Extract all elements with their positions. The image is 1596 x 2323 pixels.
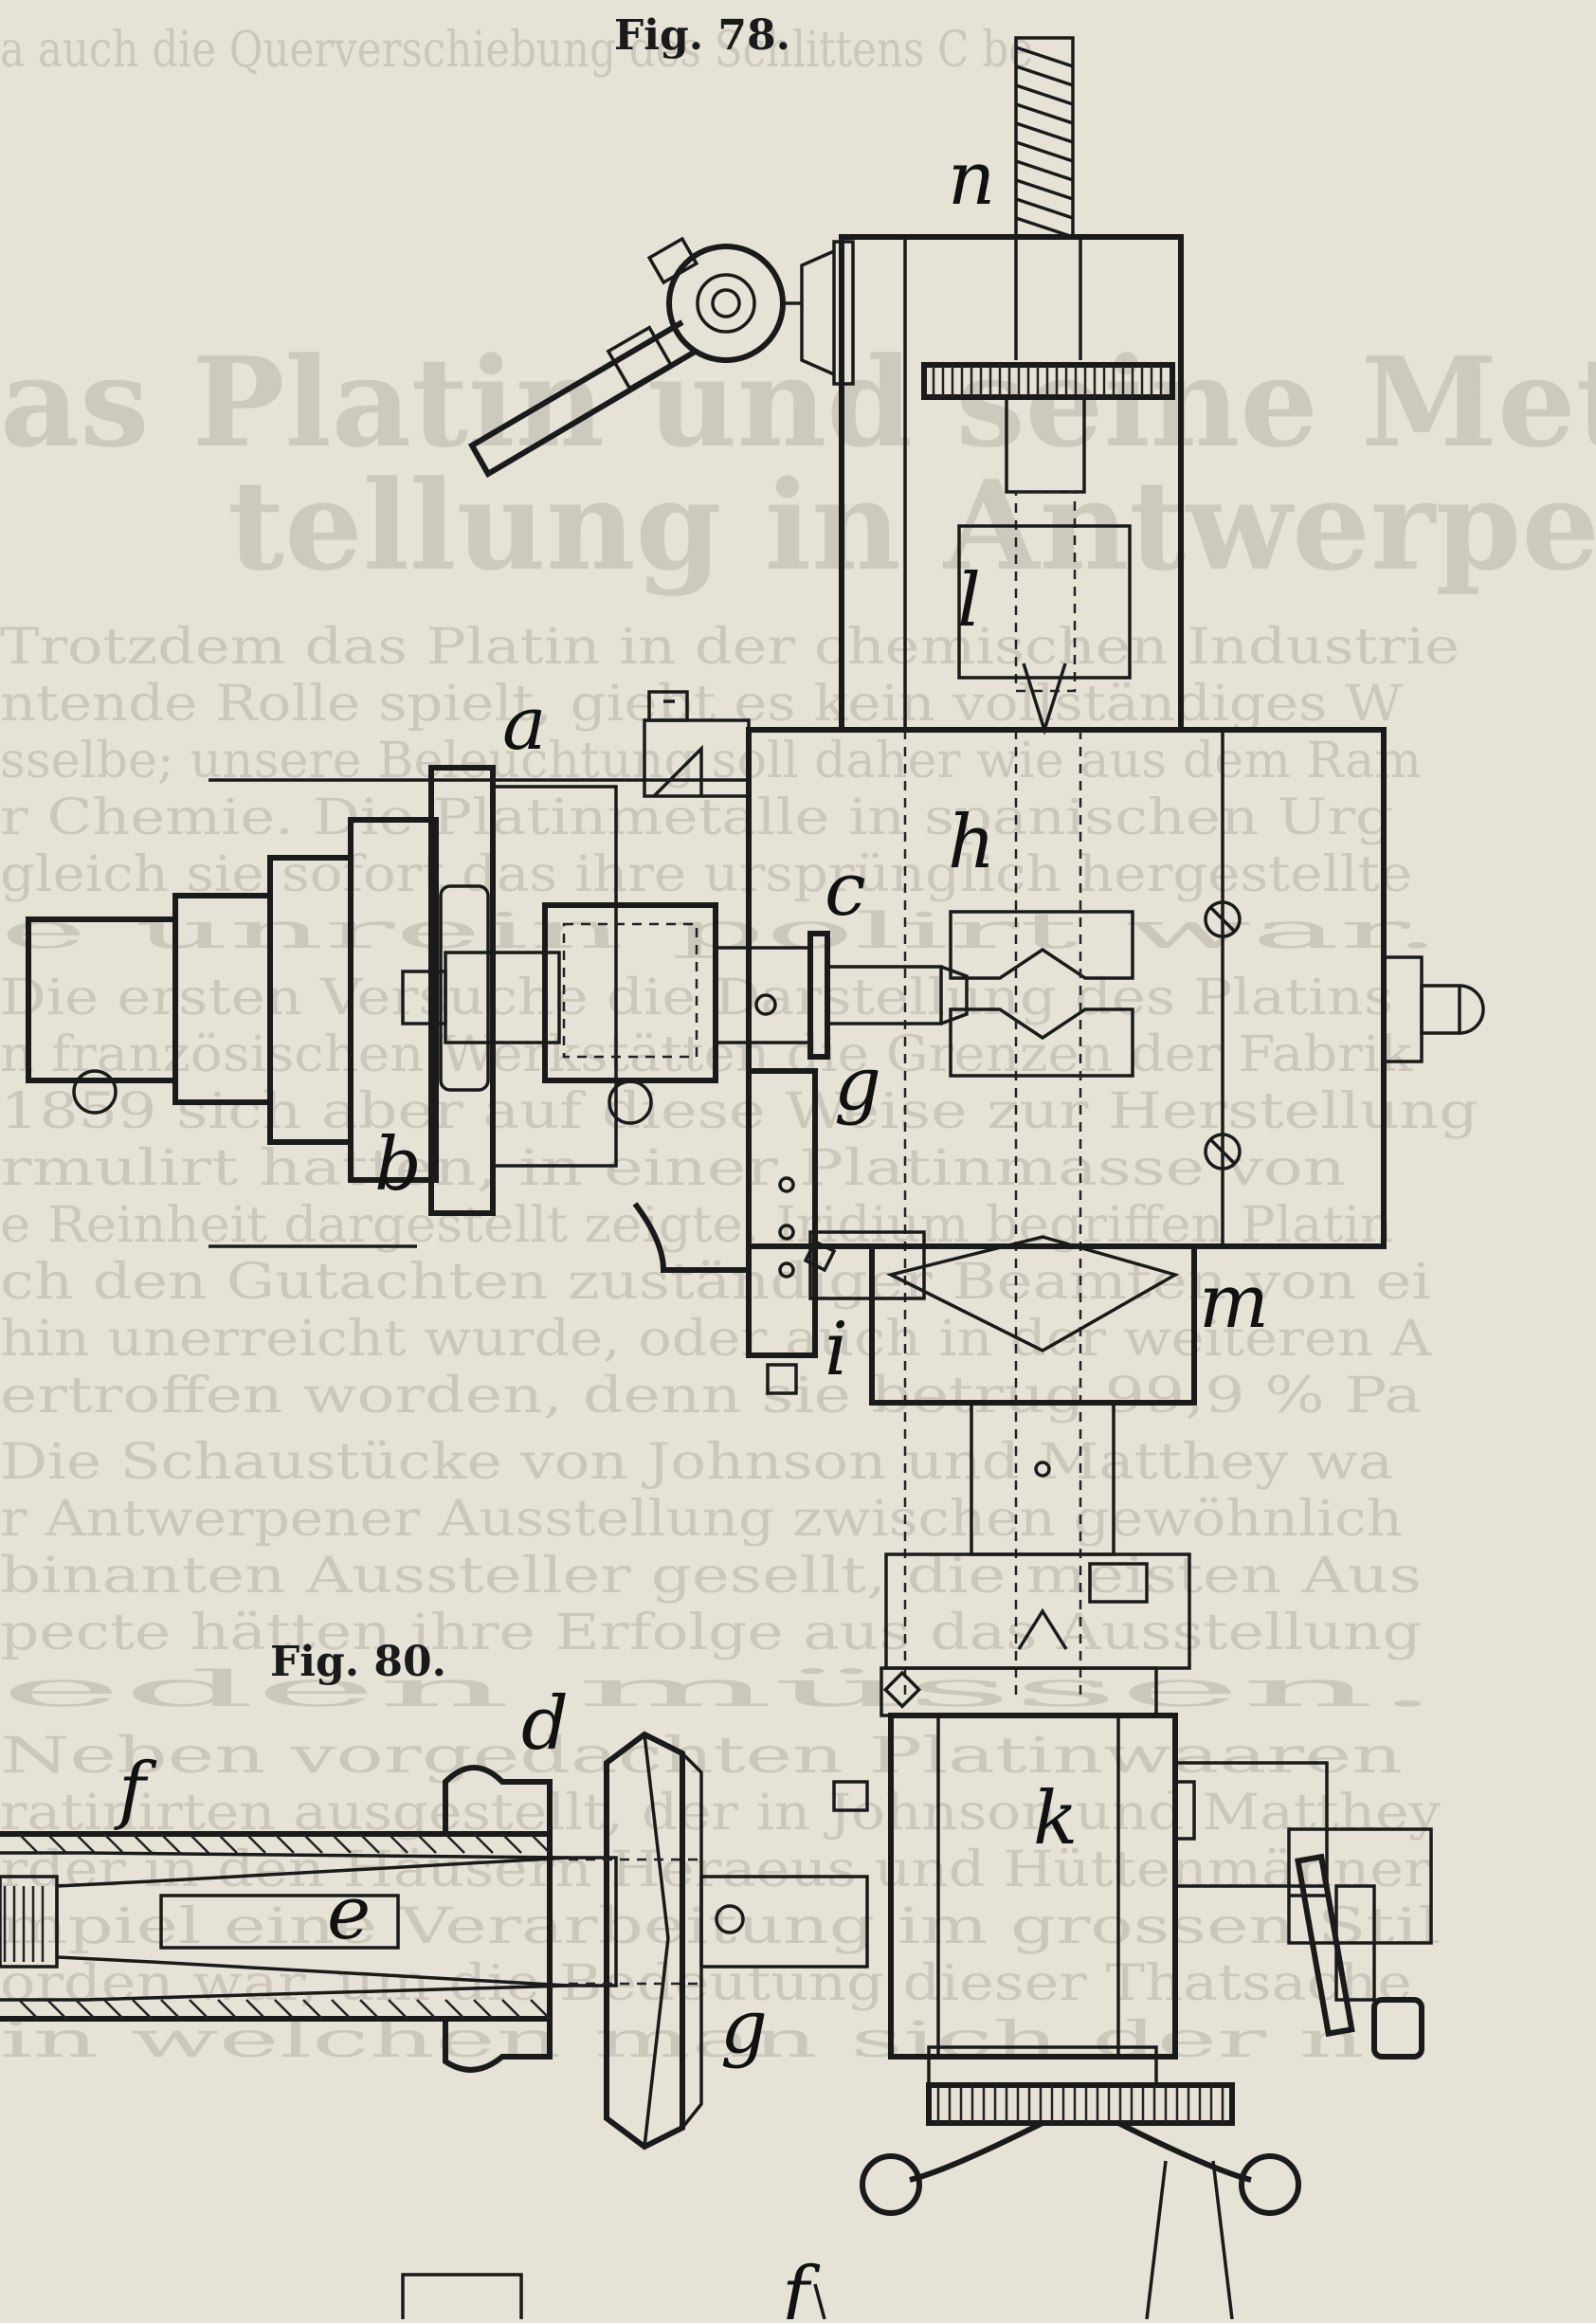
screw-spindle-n xyxy=(1014,36,1075,239)
fig78-drawing xyxy=(26,36,1485,2320)
bleed-line: Trotzdem das Platin in der chemischen In… xyxy=(0,619,1460,676)
bleed-line: binanten Aussteller gesellt, die meisten… xyxy=(0,1548,1422,1605)
fig80-labels: d f e g f xyxy=(114,1681,821,2323)
bleed-line: a auch die Querverschiebung des Schlitte… xyxy=(0,22,1033,79)
label-n: n xyxy=(948,136,995,222)
bleed-headline-1: as Platin und seine Metalle auf der xyxy=(0,330,1596,475)
bleed-through-text: as Platin und seine Metalle auf der tell… xyxy=(0,22,1596,2069)
label-a: a xyxy=(502,681,547,767)
fig80-caption: Fig. 80. xyxy=(270,1638,446,1686)
knurled-base xyxy=(926,2082,1235,2126)
label-k: k xyxy=(1033,1776,1078,1861)
fig78-caption: Fig. 78. xyxy=(614,11,790,60)
swivel-arm xyxy=(467,236,855,479)
label-l: l xyxy=(957,558,981,644)
bleed-line: Die Schaustücke von Johnson und Matthey … xyxy=(0,1434,1393,1491)
hatching-upper xyxy=(18,1833,551,1854)
fig80-drawing xyxy=(0,1731,869,2323)
bleed-line: r Antwerpener Ausstellung zwischen gewöh… xyxy=(0,1491,1403,1548)
top-nut xyxy=(647,690,689,722)
label-g-fig80: g xyxy=(720,1985,768,2070)
bleed-line: rder in den Häusern Heraeus und Hüttenmä… xyxy=(0,1842,1431,1898)
block-l xyxy=(957,524,1132,680)
tool-holder-i xyxy=(746,1068,818,1358)
bleed-line: ertroffen worden, denn sie betrug 99,9 %… xyxy=(0,1368,1422,1425)
label-d: d xyxy=(521,1681,569,1767)
label-g: g xyxy=(834,1042,881,1127)
label-c: c xyxy=(825,847,866,933)
bleed-line: rmulirt hatten, in einer Platinmasse von xyxy=(0,1140,1346,1197)
hatching-lower xyxy=(18,1999,551,2020)
label-e: e xyxy=(327,1871,371,1956)
fig78-labels: n l a h c g b m i k xyxy=(374,136,1269,1861)
bleed-line: pecte hätten ihre Erfolge aus das Ausste… xyxy=(0,1605,1422,1661)
bleed-line: n französischen Werkstätten die Grenzen … xyxy=(0,1026,1413,1083)
bleed-line: e unrein polirt war. xyxy=(0,903,1441,960)
bleed-line: 1859 sich aber auf diese Weise zur Herst… xyxy=(0,1083,1478,1140)
ruler-insert xyxy=(0,1875,59,1969)
label-b: b xyxy=(374,1122,422,1207)
label-m: m xyxy=(1199,1260,1269,1345)
bleed-line: eden müssen. xyxy=(0,1661,1441,1718)
bleed-headline-2: tellung in Antwerpen xyxy=(227,453,1596,598)
bleed-line: r Chemie. Die Platinmetalle in spanische… xyxy=(0,789,1393,846)
label-h: h xyxy=(948,800,995,885)
label-i: i xyxy=(825,1307,848,1392)
bleed-line: ntende Rolle spielt, giebt es kein volls… xyxy=(0,676,1404,733)
